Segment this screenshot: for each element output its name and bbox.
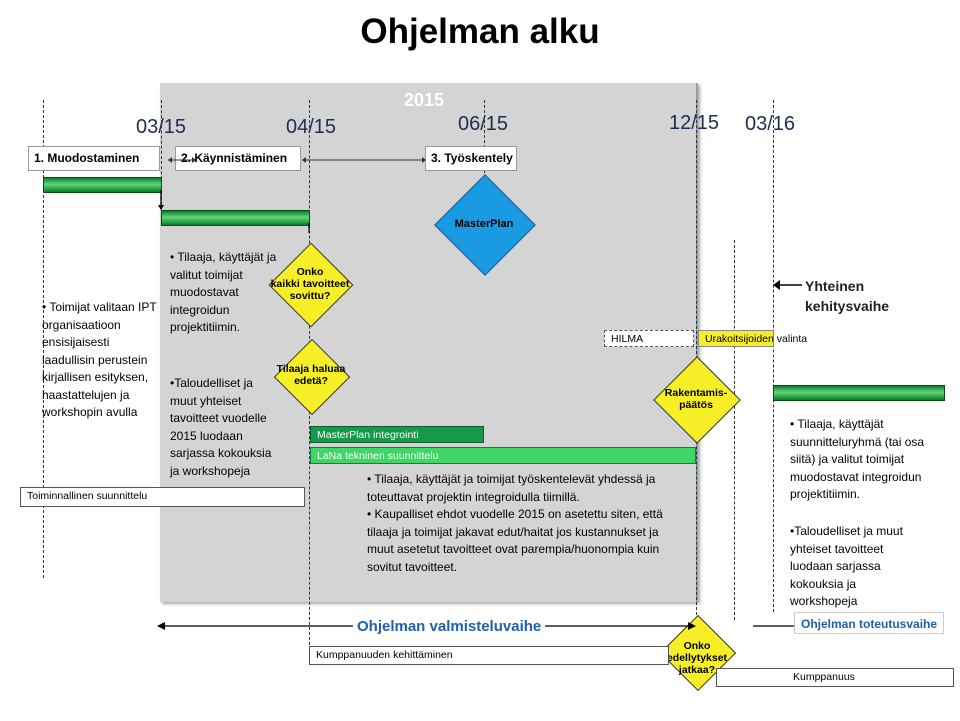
decision-label-rakentamis: Rakentamis- päätös (664, 387, 728, 411)
decision-label-edeta: Tilaaja haluaa edetä? (276, 363, 346, 387)
phase-next-bar (773, 385, 945, 401)
phase-2-box: 2. Käynnistäminen (175, 146, 301, 171)
year-label: 2015 (404, 90, 445, 110)
toteutusvaihe-label: Ohjelman toteutusvaihe (794, 612, 944, 634)
bar-kumppanuuden: Kumppanuuden kehittäminen (309, 646, 669, 665)
timeline-extra (734, 240, 735, 620)
phase-1-box: 1. Muodostaminen (28, 146, 160, 171)
kehitysvaihe-label: Yhteinen kehitysvaihe (805, 278, 890, 314)
date-label-0615: 06/15 (458, 113, 509, 135)
page-title: Ohjelman alku (360, 12, 600, 51)
bar-toiminnallinen: Toiminnallinen suunnittelu (20, 487, 305, 507)
text-mid-team: • Tilaaja, käyttäjät ja valitut toimijat… (170, 250, 277, 334)
bar-kumppanuus: Kumppanuus (716, 668, 954, 687)
phase-1-bar (43, 177, 162, 193)
bar-hilma: HILMA (604, 330, 694, 347)
valmisteluvaihe-label: Ohjelman valmisteluvaihe (353, 618, 546, 635)
kehitys-arrow (773, 280, 802, 290)
phase-2-bar (161, 210, 310, 226)
date-label-0316: 03/16 (745, 113, 796, 135)
date-label-1215: 12/15 (669, 112, 720, 134)
text-right-goals: •Taloudelliset ja muut yhteiset tavoitte… (790, 524, 903, 608)
phase-arrows (168, 157, 426, 163)
bar-urakoitsija: Urakoitsijoiden valinta (698, 330, 807, 347)
timeline-0315 (161, 100, 162, 220)
text-right-team: • Tilaaja, käyttäjät suunnitteluryhmä (t… (790, 417, 925, 501)
text-center-work: • Tilaaja, käyttäjät ja toimijat työsken… (367, 472, 663, 574)
date-label-0415: 04/15 (286, 116, 337, 138)
connector-arrows (158, 190, 310, 233)
timeline-0316 (773, 100, 774, 612)
bar-lana: LaNa tekninen suunnittelu (310, 447, 696, 464)
decision-label-jatkaa: Onko edellytykset jatkaa? (666, 640, 728, 676)
text-left-actors: • Toimijat valitaan IPT organisaatioon e… (42, 300, 157, 419)
bar-masterplan-integrointi: MasterPlan integrointi (310, 426, 484, 443)
timeline-start (43, 100, 44, 578)
text-mid-goals: •Taloudelliset ja muut yhteiset tavoitte… (170, 376, 272, 478)
decision-label-tavoitteet: Onko kaikki tavoitteet sovittu? (270, 266, 350, 302)
phase-3-box: 3. Työskentely (425, 146, 517, 171)
masterplan-label: MasterPlan (454, 218, 514, 230)
